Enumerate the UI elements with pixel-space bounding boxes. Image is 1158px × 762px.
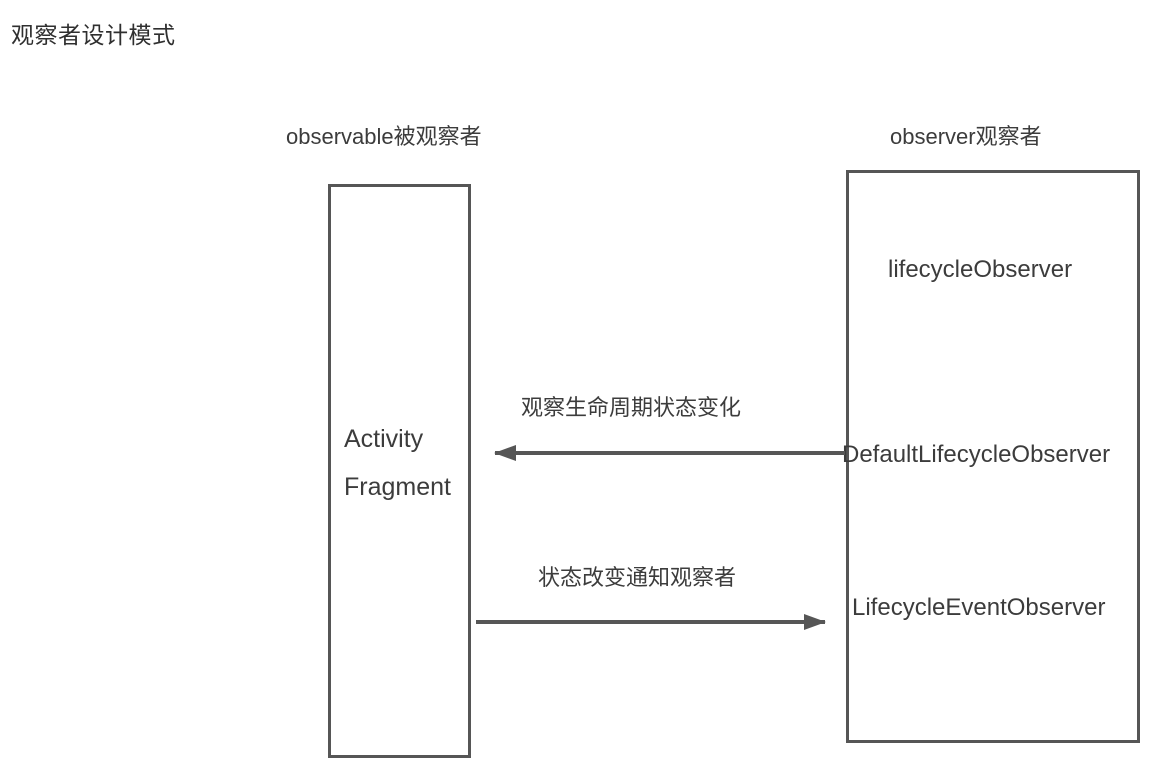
observable-line-activity: Activity [344,425,424,453]
column-header-observer: observer观察者 [890,124,1042,149]
observable-line-fragment: Fragment [344,473,451,501]
arrow-label-observe-lifecycle: 观察生命周期状态变化 [521,395,742,420]
observer-item-lifecycle-observer: lifecycleObserver [888,256,1073,283]
observable-box [328,184,471,758]
page-title: 观察者设计模式 [11,22,176,48]
arrow-label-notify-observer: 状态改变通知观察者 [538,565,737,590]
observer-box [846,170,1140,743]
column-header-observable: observable被观察者 [286,124,482,149]
observer-item-lifecycle-event-observer: LifecycleEventObserver [852,594,1106,621]
observable-box-label: Activity Fragment [344,415,484,511]
observer-item-default-lifecycle-observer: DefaultLifecycleObserver [842,441,1111,468]
